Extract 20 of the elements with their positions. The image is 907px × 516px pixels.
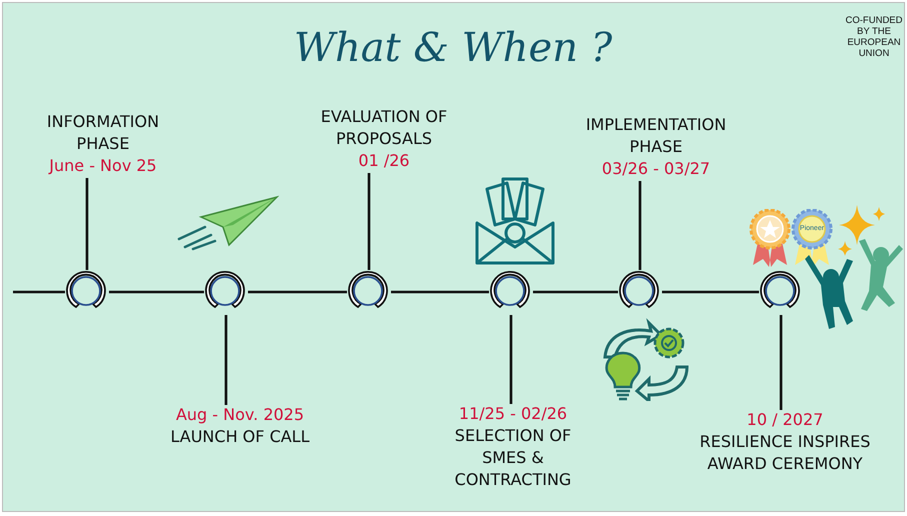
phase-label: RESILIENCE INSPIRES AWARD CEREMONY [698, 431, 872, 475]
phase-label: EVALUATION OF PROPOSALS [320, 106, 448, 150]
title: What & When ? [292, 25, 614, 71]
phase-label: SELECTION OF SMES & CONTRACTING [454, 425, 572, 491]
connector-line [780, 315, 782, 410]
connector-line [510, 315, 512, 404]
date-range: Aug - Nov. 2025 [174, 404, 306, 426]
connector-line [224, 315, 228, 405]
phase-label: LAUNCH OF CALL [169, 426, 311, 448]
date-range: 01 /26 [357, 150, 411, 172]
date-range: June - Nov 25 [47, 155, 158, 177]
date-range: 03/26 - 03/27 [600, 158, 712, 180]
connector-line [368, 173, 370, 270]
date-range: 11/25 - 02/26 [458, 403, 568, 425]
phase-label: INFORMATION PHASE [46, 111, 160, 155]
funding-note: CO-FUNDED BY THE EUROPEAN UNION [845, 15, 903, 59]
connector-line [638, 181, 642, 270]
connector-line [86, 178, 88, 270]
date-range: 10 / 2027 [746, 409, 824, 431]
phase-label: IMPLEMENTATION PHASE [584, 114, 728, 158]
